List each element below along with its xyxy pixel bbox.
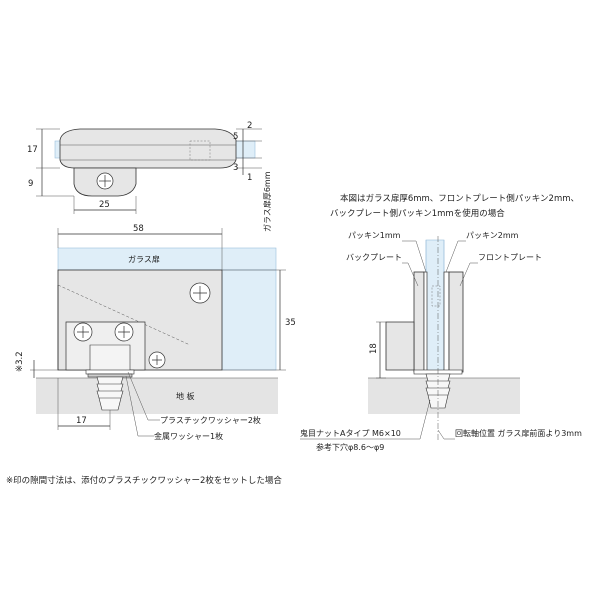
glass-door-upper — [57, 247, 277, 271]
dim-17-label: 17 — [27, 145, 38, 155]
leader-packing1 — [402, 240, 427, 273]
leader-metal — [125, 375, 154, 437]
front-floor — [36, 378, 278, 414]
glass-thickness-label: ガラス扉厚6mm — [262, 171, 272, 232]
side-hidden-screw — [431, 285, 441, 307]
dim-25-label: 25 — [99, 200, 110, 210]
dim-58-label: 58 — [133, 224, 144, 234]
footnote: ※印の隙間寸法は、添付のプラスチックワッシャー2枚をセットした場合 — [6, 475, 282, 486]
screw-icon — [189, 282, 211, 304]
pilot-hole-label: 参考下穴φ8.6～φ9 — [316, 442, 384, 452]
top-hidden-hole — [189, 140, 211, 161]
dim-1-label: 1 — [247, 173, 252, 183]
top-view: 17 9 25 5 2 3 1 ガラス扉厚6mm — [27, 121, 272, 232]
side-packing-1mm — [423, 271, 428, 373]
dim-3-label: 3 — [233, 163, 238, 173]
screw-icon — [148, 351, 166, 369]
leader-frontplate — [459, 262, 478, 287]
dim-32-label: ※3.2 — [15, 351, 25, 372]
front-nut-housing — [89, 344, 131, 373]
pivot-label: 回転軸位置 ガラス扉前面より3mm — [455, 428, 582, 438]
dim-5-label: 5 — [233, 132, 238, 142]
leader-packing2 — [445, 240, 466, 273]
dim-35-label: 35 — [285, 318, 296, 328]
dim-9-label: 9 — [28, 179, 33, 189]
leader-nut — [300, 399, 431, 440]
note-line-1: 本図はガラス扉厚6mm、フロントプレート側パッキン2mm、 — [340, 193, 579, 204]
side-view: 本図はガラス扉厚6mm、フロントプレート側パッキン2mm、 バックプレート側パッ… — [300, 193, 582, 452]
metal-washer — [87, 373, 133, 378]
barb-nut — [96, 376, 124, 411]
side-back-plate — [413, 271, 425, 373]
packing-1mm-label: パッキン1mm — [348, 231, 401, 240]
glass-door-right — [221, 269, 277, 371]
dim-17b-label: 17 — [76, 416, 87, 426]
leader-pivot — [437, 429, 455, 440]
dim-2-label: 2 — [247, 121, 252, 131]
side-lower-block — [385, 321, 415, 371]
side-packing-2mm — [443, 271, 450, 373]
plastic-washer-label: プラスチックワッシャー2枚 — [160, 415, 261, 425]
glass-door-label: ガラス扉 — [128, 254, 160, 264]
front-plate-label: フロントプレート — [478, 253, 542, 262]
packing-2mm-label: パッキン2mm — [466, 231, 519, 240]
leader-plastic — [127, 371, 160, 421]
nut-label: 鬼目ナットAタイプ M6×10 — [300, 428, 401, 438]
plastic-washer — [85, 369, 135, 375]
back-plate-label: バックプレート — [346, 253, 402, 262]
screw-icon — [114, 322, 134, 342]
floor-label: 地 板 — [176, 391, 195, 401]
hidden-line — [57, 284, 191, 346]
front-view: 地 板 ガラス扉 — [15, 224, 296, 441]
screw-icon — [73, 322, 93, 342]
note-line-2: バックプレート側パッキン1mmを使用の場合 — [330, 208, 505, 219]
dim-18-label: 18 — [369, 343, 379, 354]
side-front-plate — [448, 271, 464, 373]
metal-washer-label: 金属ワッシャー1枚 — [154, 431, 223, 441]
leader-backplate — [402, 262, 419, 287]
top-hinge-body — [59, 128, 237, 169]
